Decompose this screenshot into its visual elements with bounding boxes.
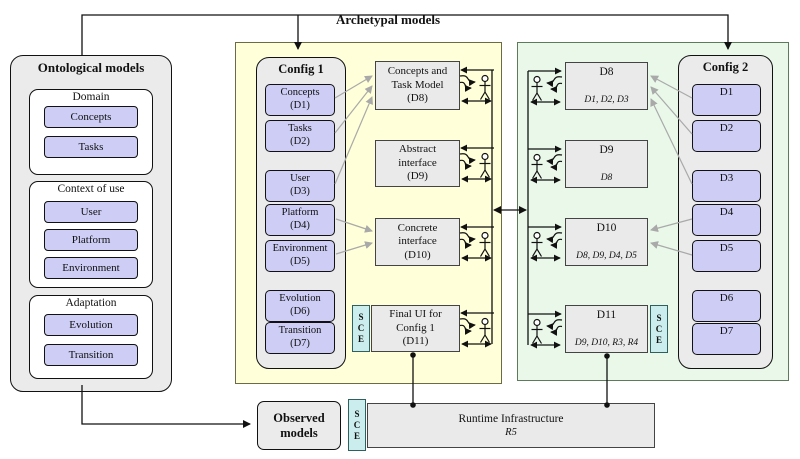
domain-group-label: Domain bbox=[72, 91, 110, 103]
observed-models-box: Observed models bbox=[257, 401, 341, 450]
sce-tab-config1: S C E bbox=[352, 305, 370, 352]
concepts-task-model-d8-box: Concepts and Task Model (D8) bbox=[375, 61, 460, 110]
proc-line: interface bbox=[398, 235, 437, 248]
proc-title: D11 bbox=[596, 309, 617, 321]
config1-transition-d7: Transition(D7) bbox=[265, 322, 335, 354]
sce-letter: E bbox=[357, 334, 364, 344]
proc-title: D8 bbox=[599, 66, 614, 78]
platform-model-box: Platform bbox=[44, 229, 138, 251]
proc-line: Abstract bbox=[398, 143, 437, 156]
model-name: Platform bbox=[281, 207, 319, 218]
final-ui-config1-d11-box: Final UI for Config 1 (D11) bbox=[371, 305, 460, 352]
config1-environment-d5: Environment(D5) bbox=[265, 240, 335, 272]
d10-box: D10 D8, D9, D4, D5 bbox=[565, 218, 648, 266]
environment-model-box: Environment bbox=[44, 257, 138, 279]
adaptation-label: Adaptation bbox=[65, 297, 117, 309]
proc-line: interface bbox=[398, 156, 437, 169]
proc-deps: D8 bbox=[600, 173, 613, 183]
model-name: Transition bbox=[278, 325, 322, 336]
config2-d1: D1 bbox=[692, 84, 761, 116]
proc-line: Concepts and bbox=[387, 65, 448, 78]
model-name: Concepts bbox=[280, 87, 320, 98]
d11-box: D11 D9, D10, R3, R4 bbox=[565, 305, 648, 353]
adaptation-group: Adaptation Evolution Transition bbox=[29, 295, 153, 379]
ontological-models-title: Ontological models bbox=[37, 60, 145, 75]
model-id: (D7) bbox=[290, 337, 310, 349]
model-id: (D5) bbox=[290, 255, 310, 267]
d9-box: D9 D8 bbox=[565, 140, 648, 188]
transition-model-box: Transition bbox=[44, 344, 138, 366]
model-id: (D3) bbox=[290, 185, 310, 197]
config1-platform-d4: Platform(D4) bbox=[265, 204, 335, 236]
proc-line: Config 1 bbox=[396, 321, 435, 334]
sce-letter: E bbox=[655, 334, 662, 345]
config1-concepts-d1: Concepts(D1) bbox=[265, 84, 335, 116]
sce-letter: E bbox=[353, 430, 360, 441]
config1-user-d3: User(D3) bbox=[265, 170, 335, 202]
proc-title: D9 bbox=[599, 144, 614, 156]
context-of-use-group: Context of use User Platform Environment bbox=[29, 181, 153, 288]
observed-line: models bbox=[280, 425, 318, 440]
concepts-model-box: Concepts bbox=[44, 106, 138, 128]
config1-tasks-d2: Tasks(D2) bbox=[265, 120, 335, 152]
proc-id: (D10) bbox=[404, 248, 431, 261]
proc-line: Task Model bbox=[391, 78, 444, 91]
user-model-box: User bbox=[44, 201, 138, 223]
proc-id: (D8) bbox=[407, 92, 428, 105]
sce-letter: S bbox=[358, 312, 364, 322]
config2-d7: D7 bbox=[692, 323, 761, 355]
config2-d3: D3 bbox=[692, 170, 761, 202]
evolution-model-box: Evolution bbox=[44, 314, 138, 336]
sce-letter: C bbox=[353, 419, 361, 430]
config2-d4: D4 bbox=[692, 204, 761, 236]
ontological-models-container: Ontological models Domain Concepts Tasks… bbox=[10, 55, 172, 392]
observed-line: Observed bbox=[273, 410, 325, 425]
model-name: Evolution bbox=[279, 293, 321, 304]
abstract-interface-d9-box: Abstract interface (D9) bbox=[375, 140, 460, 187]
config2-d5: D5 bbox=[692, 240, 761, 272]
sce-letter: C bbox=[357, 323, 365, 333]
runtime-title: Runtime Infrastructure bbox=[458, 412, 564, 425]
sce-letter: S bbox=[354, 408, 360, 419]
proc-line: Concrete bbox=[397, 221, 438, 234]
tasks-model-box: Tasks bbox=[44, 136, 138, 158]
proc-line: Final UI for bbox=[389, 308, 442, 321]
model-name: Environment bbox=[272, 243, 328, 254]
proc-id: (D9) bbox=[407, 170, 428, 183]
sce-letter: S bbox=[656, 312, 662, 323]
config1-container: Config 1 Concepts(D1) Tasks(D2) User(D3)… bbox=[256, 57, 346, 369]
proc-deps: D1, D2, D3 bbox=[584, 95, 629, 105]
sce-tab-config2: S C E bbox=[650, 305, 668, 353]
domain-group: Domain Concepts Tasks bbox=[29, 89, 153, 175]
proc-deps: D8, D9, D4, D5 bbox=[576, 251, 637, 261]
proc-title: D10 bbox=[596, 222, 617, 234]
sce-letter: C bbox=[655, 323, 663, 334]
config2-container: Config 2 D1 D2 D3 D4 D5 D6 D7 bbox=[678, 55, 773, 369]
model-id: (D6) bbox=[290, 305, 310, 317]
model-name: User bbox=[290, 173, 310, 184]
config2-title: Config 2 bbox=[702, 60, 749, 74]
archetypal-models-label: Archetypal models bbox=[335, 12, 441, 27]
runtime-id: R5 bbox=[505, 426, 517, 438]
context-of-use-label: Context of use bbox=[57, 183, 125, 195]
config2-d2: D2 bbox=[692, 120, 761, 152]
config1-evolution-d6: Evolution(D6) bbox=[265, 290, 335, 322]
d8-box: D8 D1, D2, D3 bbox=[565, 62, 648, 110]
proc-deps: D9, D10, R3, R4 bbox=[574, 338, 639, 348]
model-id: (D1) bbox=[290, 99, 310, 111]
proc-id: (D11) bbox=[402, 335, 429, 348]
model-name: Tasks bbox=[288, 123, 312, 134]
sce-tab-runtime: S C E bbox=[348, 399, 366, 451]
runtime-infrastructure-box: Runtime Infrastructure R5 bbox=[367, 403, 655, 448]
config1-title: Config 1 bbox=[278, 62, 324, 76]
model-id: (D2) bbox=[290, 135, 310, 147]
config2-d6: D6 bbox=[692, 290, 761, 322]
concrete-interface-d10-box: Concrete interface (D10) bbox=[375, 218, 460, 266]
model-id: (D4) bbox=[290, 219, 310, 231]
